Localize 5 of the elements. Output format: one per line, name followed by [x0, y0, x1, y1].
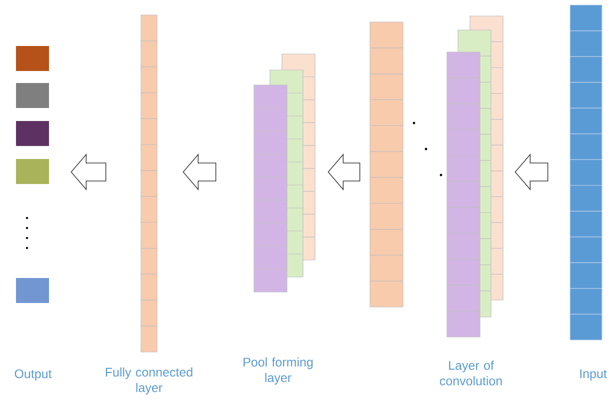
- layer-label: Pool forming layer: [244, 357, 313, 385]
- layer-label: Input: [580, 369, 607, 381]
- layer-label: Output: [14, 369, 52, 381]
- layer-label: Layer of convolution: [440, 360, 502, 386]
- layer-label: Fully connected layer: [106, 367, 192, 395]
